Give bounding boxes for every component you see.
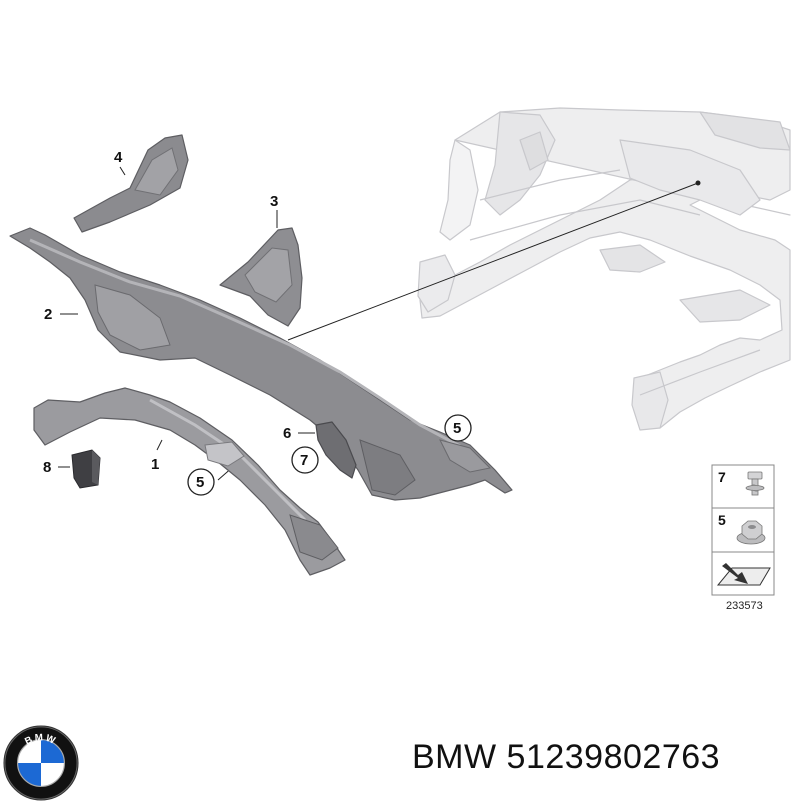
callout-5a: 5 <box>196 474 204 491</box>
callout-1: 1 <box>151 456 159 473</box>
bmw-logo: BMW <box>3 725 79 801</box>
screw-icon <box>745 471 765 496</box>
callout-7-circle <box>291 446 319 474</box>
legend-item-5: 5 <box>718 512 726 528</box>
legend-item-7: 7 <box>718 469 726 485</box>
part-caption: BMW 51239802763 <box>412 738 792 788</box>
hardware-legend: 7 5 <box>711 464 775 596</box>
part-3-bracket <box>219 227 303 327</box>
vehicle-frame-sketch <box>417 107 791 431</box>
logo-lettering: BMW <box>23 732 56 747</box>
part-number: 51239802763 <box>506 738 721 776</box>
callout-5b: 5 <box>453 420 461 437</box>
leader-anchor-dot <box>695 180 701 186</box>
callout-5b-circle <box>444 414 472 442</box>
part-8-clip <box>71 449 101 489</box>
direction-arrow-icon <box>716 563 771 586</box>
svg-text:BMW: BMW <box>23 732 58 747</box>
diagram-reference-number: 233573 <box>726 600 763 612</box>
callout-7: 7 <box>300 452 308 469</box>
part-1-lower-member <box>33 387 346 576</box>
part-4-cover <box>73 134 189 233</box>
callout-4: 4 <box>114 149 123 166</box>
brand-name: BMW <box>412 738 497 776</box>
callout-5a-circle <box>187 468 215 496</box>
callout-8: 8 <box>43 459 51 476</box>
nut-icon <box>736 520 766 545</box>
part-6-plate <box>315 421 357 479</box>
callout-3: 3 <box>270 193 278 210</box>
callout-2: 2 <box>44 306 52 323</box>
part-2-longitudinal-member <box>9 227 513 501</box>
callout-6: 6 <box>283 425 291 442</box>
